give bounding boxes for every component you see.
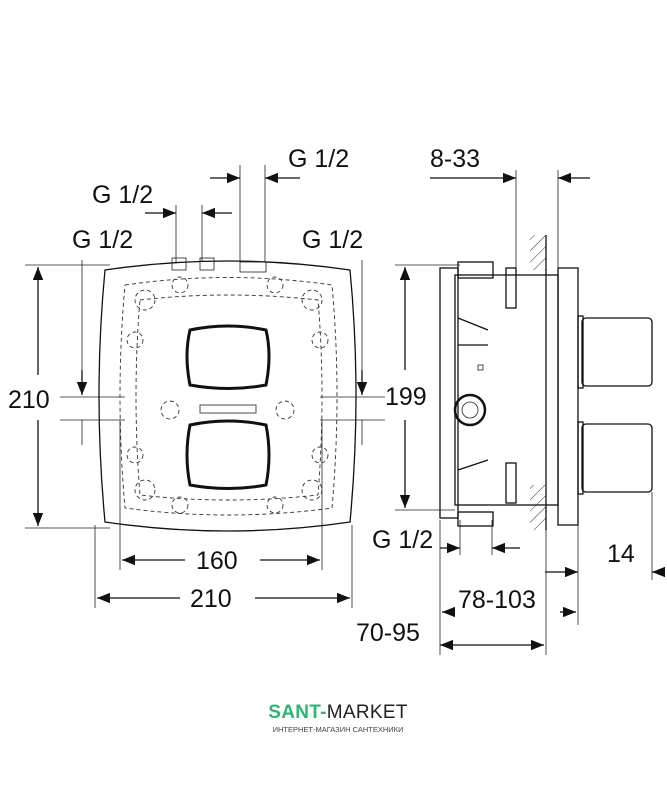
height-199-label: 199 bbox=[385, 383, 427, 411]
front-view-labels: G 1/2 G 1/2 G 1/2 G 1/2 210 160 210 bbox=[8, 145, 363, 613]
wall-hatch-top bbox=[530, 235, 546, 270]
height-210-label: 210 bbox=[8, 386, 50, 414]
mounting-plate bbox=[557, 267, 579, 526]
front-view bbox=[25, 165, 385, 608]
upper-knob bbox=[581, 317, 653, 387]
wall-depth-label: 8-33 bbox=[430, 145, 480, 173]
lower-handle bbox=[185, 419, 271, 490]
cover-plate-outline bbox=[98, 260, 357, 532]
cartridge bbox=[453, 393, 487, 427]
width-160-label: 160 bbox=[196, 547, 238, 575]
pipe-label-top-right: G 1/2 bbox=[288, 145, 349, 173]
upper-handle bbox=[185, 324, 271, 390]
brand-sant: SANT- bbox=[268, 702, 327, 723]
brand-tagline: ИНТЕРНЕТ-МАГАЗИН САНТЕХНИКИ bbox=[272, 725, 404, 734]
brand-market: MARKET bbox=[326, 702, 408, 723]
depth-range-label: 78-103 bbox=[458, 586, 536, 614]
width-210-label: 210 bbox=[190, 585, 232, 613]
knob-depth-label: 14 bbox=[607, 540, 635, 568]
pipe-label-side: G 1/2 bbox=[372, 526, 433, 554]
pipe-label-left: G 1/2 bbox=[72, 226, 133, 254]
side-view bbox=[395, 170, 665, 655]
install-depth-label: 70-95 bbox=[356, 619, 420, 647]
watermark-logo: SANT-MARKET ИНТЕРНЕТ-МАГАЗИН САНТЕХНИКИ bbox=[268, 702, 408, 734]
side-view-labels: 199 8-33 G 1/2 14 78-103 70-95 bbox=[356, 145, 635, 647]
pipe-label-top-left: G 1/2 bbox=[92, 181, 153, 209]
bolt-circles bbox=[126, 276, 329, 514]
pipe-label-right: G 1/2 bbox=[302, 226, 363, 254]
wall-hatch-bottom bbox=[530, 485, 546, 530]
lower-knob bbox=[581, 423, 653, 493]
